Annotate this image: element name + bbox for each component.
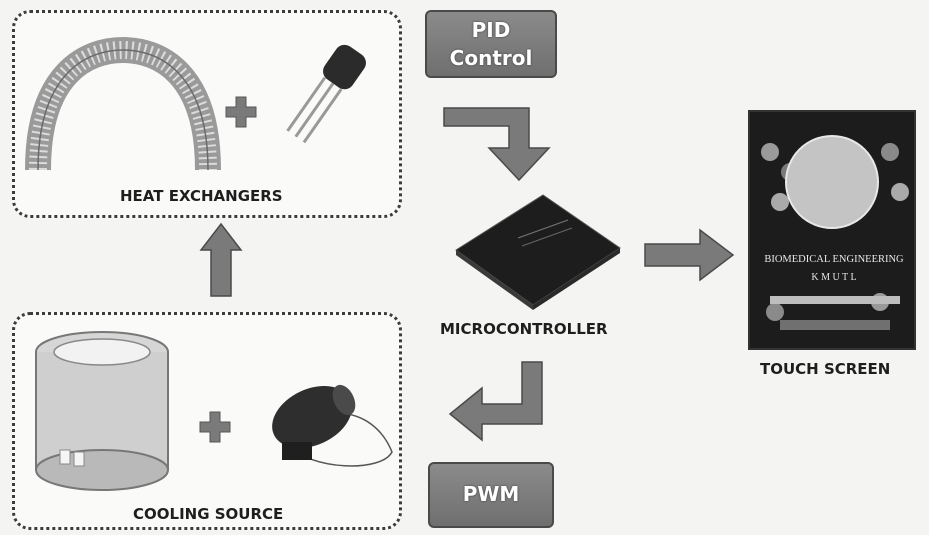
bent-down-arrow-icon	[443, 107, 551, 182]
cylinder-cooler-icon	[35, 331, 169, 491]
cooling-source-label: COOLING SOURCE	[133, 505, 284, 523]
heat-exchangers-label: HEAT EXCHANGERS	[120, 187, 283, 205]
temperature-sensor-icon	[286, 44, 366, 144]
pid-control-box: PID Control	[425, 10, 557, 78]
pwm-label: PWM	[462, 482, 520, 506]
pwm-box: PWM	[428, 462, 554, 528]
pid-label-line2: Control	[449, 46, 533, 70]
microcontroller-label: MICROCONTROLLER	[440, 320, 608, 338]
pid-label-line1: PID	[471, 18, 511, 42]
up-arrow-icon	[199, 222, 243, 297]
touch-screen-text-line2: K M U T L	[811, 272, 857, 283]
touch-screen-pattern	[761, 135, 909, 330]
touch-screen-device: BIOMEDICAL ENGINEERING K M U T L	[748, 110, 916, 350]
bent-left-arrow-icon	[448, 361, 543, 442]
touch-screen-label: TOUCH SCREEN	[760, 360, 891, 378]
right-arrow-icon	[644, 228, 735, 282]
pump-icon	[272, 384, 393, 467]
coiled-tube-icon	[25, 36, 221, 171]
microcontroller-chip-icon	[455, 194, 621, 310]
plus-icon	[199, 411, 231, 443]
touch-screen-text-line1: BIOMEDICAL ENGINEERING	[764, 254, 904, 265]
plus-icon	[225, 96, 257, 128]
